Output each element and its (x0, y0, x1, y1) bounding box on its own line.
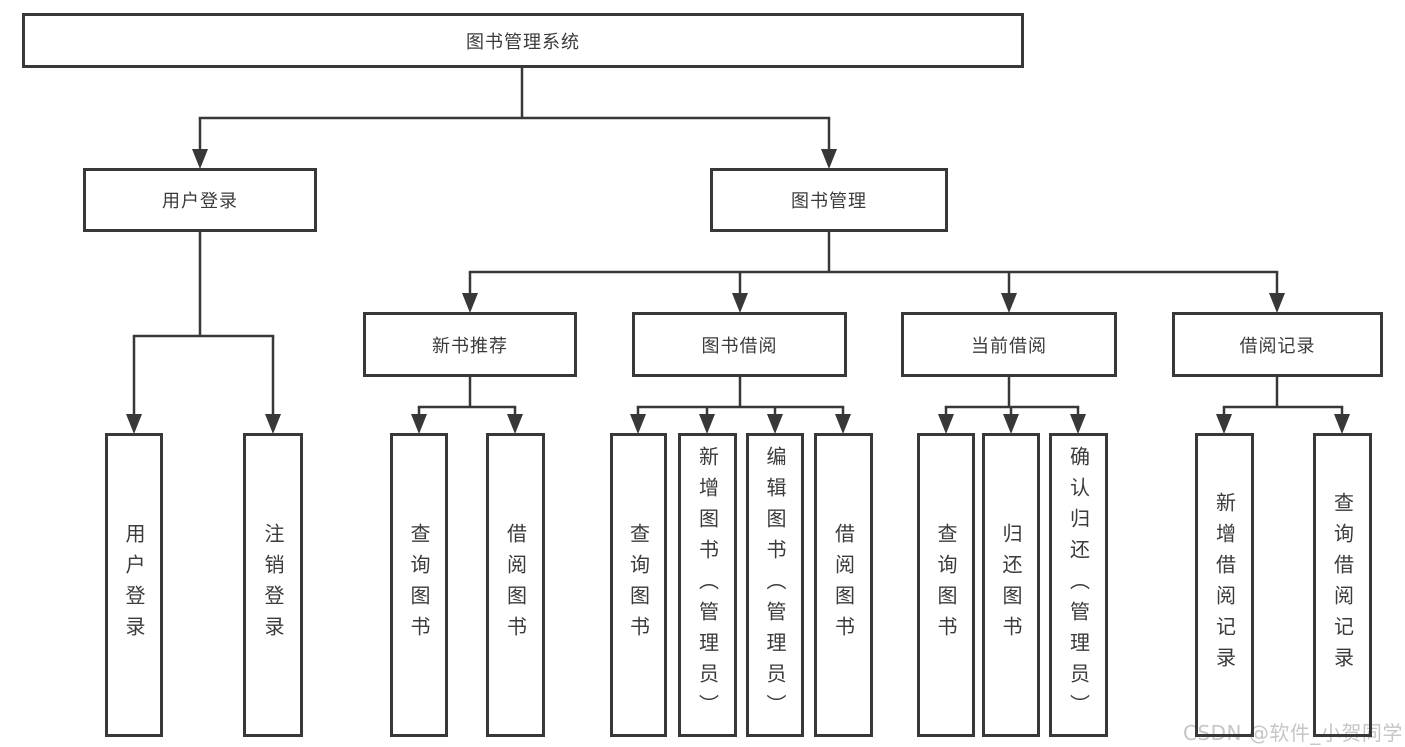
node-label: 查询图书 (626, 523, 651, 647)
leaf-confirm-return-admin: 确认归还（管理员） (1049, 433, 1108, 737)
node-label: 借阅图书 (831, 523, 856, 647)
node-label: 当前借阅 (971, 335, 1047, 357)
node-book-borrowing: 图书借阅 (632, 312, 847, 377)
leaf-user-login: 用户登录 (105, 433, 163, 737)
node-label: 注销登录 (261, 523, 285, 647)
node-label: 图书借阅 (701, 335, 778, 357)
node-label: 归还图书 (999, 523, 1023, 647)
node-label: 编辑图书（管理员） (763, 445, 787, 725)
leaf-add-book-admin: 新增图书（管理员） (678, 433, 737, 737)
node-label: 查询图书 (934, 523, 958, 647)
leaf-borrow-books-recommend: 借阅图书 (486, 433, 545, 737)
node-user-login: 用户登录 (83, 168, 317, 232)
node-label: 新增图书（管理员） (695, 445, 720, 725)
leaf-borrow-books-borrowing: 借阅图书 (814, 433, 873, 737)
node-label: 查询图书 (407, 523, 431, 647)
leaf-edit-book-admin: 编辑图书（管理员） (746, 433, 804, 737)
node-book-management: 图书管理 (710, 168, 948, 232)
node-label: 用户登录 (122, 523, 146, 647)
node-label: 图书管理 (791, 191, 867, 212)
node-current-borrowing: 当前借阅 (901, 312, 1117, 377)
node-library-management-system: 图书管理系统 (22, 13, 1024, 68)
node-borrowing-records: 借阅记录 (1172, 312, 1383, 377)
node-label: 确认归还（管理员） (1066, 445, 1091, 725)
node-label: 查询借阅记录 (1330, 492, 1355, 678)
leaf-query-borrow-record: 查询借阅记录 (1313, 433, 1372, 737)
leaf-logout: 注销登录 (243, 433, 303, 737)
leaf-return-books: 归还图书 (982, 433, 1040, 737)
leaf-query-books-borrowing: 查询图书 (610, 433, 667, 737)
csdn-watermark: CSDN @软件_小贺同学 (1183, 721, 1403, 745)
node-label: 图书管理系统 (466, 31, 580, 53)
node-label: 借阅图书 (503, 523, 528, 647)
node-label: 用户登录 (162, 191, 238, 212)
node-label: 借阅记录 (1239, 335, 1316, 357)
node-new-book-recommendation: 新书推荐 (363, 312, 577, 377)
node-label: 新增借阅记录 (1212, 492, 1237, 678)
leaf-query-books-recommend: 查询图书 (390, 433, 448, 737)
leaf-add-borrow-record: 新增借阅记录 (1195, 433, 1254, 737)
node-label: 新书推荐 (432, 335, 508, 357)
leaf-query-books-current: 查询图书 (917, 433, 975, 737)
